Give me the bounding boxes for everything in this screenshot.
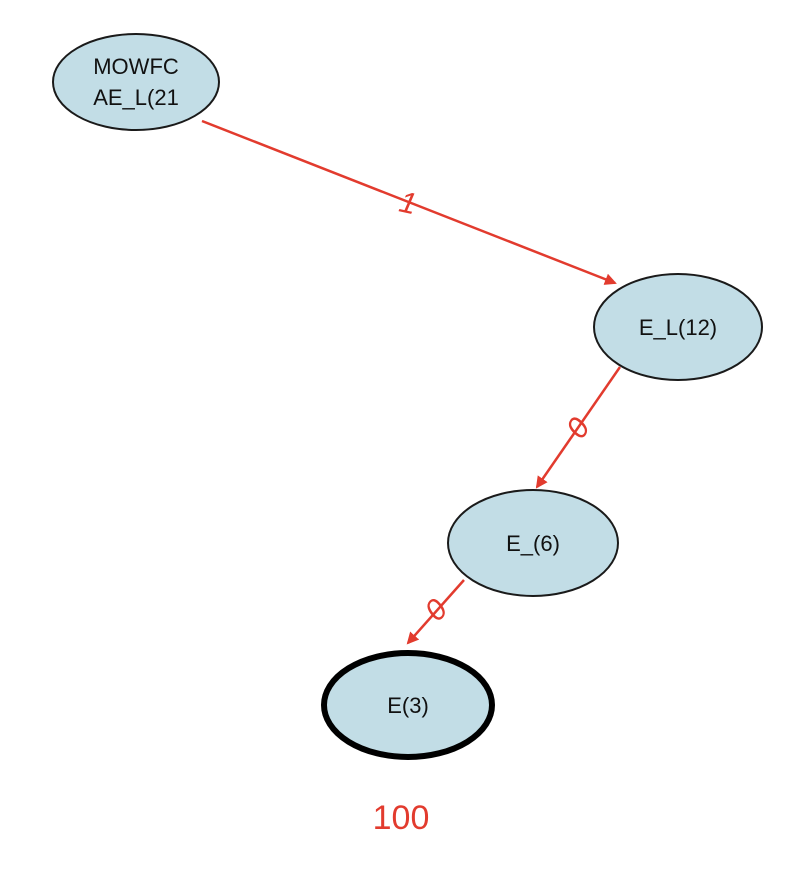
node-leaf: E(3) (321, 650, 495, 760)
edge-n2-to-leaf: 0 (406, 579, 465, 645)
edge-label-0-upper: 0 (560, 412, 597, 445)
node-n1-label: E_L(12) (639, 315, 717, 340)
result-code: 100 (373, 799, 430, 837)
node-n2-label: E_(6) (506, 531, 560, 556)
node-n2: E_(6) (447, 489, 619, 597)
node-root: MOWFC AE_L(21 (52, 33, 220, 131)
node-n1: E_L(12) (593, 273, 763, 381)
edge-label-1: 1 (396, 186, 419, 222)
node-root-label-line2: AE_L(21 (93, 85, 179, 110)
node-root-label-line1: MOWFC (93, 54, 179, 79)
node-leaf-label: E(3) (387, 693, 429, 718)
edge-root-to-n1: 1 (201, 119, 617, 285)
edge-n1-to-n2: 0 (535, 366, 622, 489)
